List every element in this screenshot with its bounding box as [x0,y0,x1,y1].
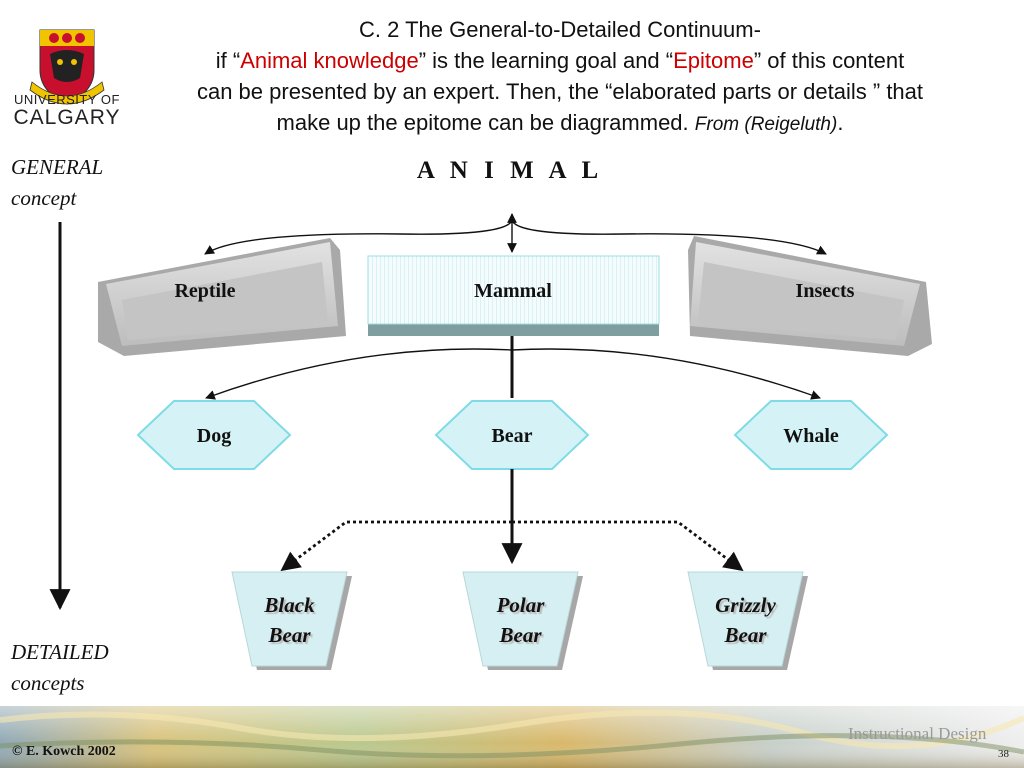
reptile-box [98,238,346,356]
grizzly-bear-line2: Bear [724,623,767,647]
connector-dog [205,348,513,400]
title-line-3: can be presented by an expert. Then, the… [196,79,924,104]
title-line-2-b: ” is the learning goal and “ [418,48,674,73]
connector-reptile [204,215,514,255]
whale-hexagon [733,400,889,470]
mammal-label: Mammal [474,280,552,302]
title-line-2: if “Animal knowledge” is the learning go… [130,45,990,76]
dog-label: Dog [196,425,232,447]
mammal-box [367,255,660,336]
black-bear-line2: Bear [268,623,311,647]
detailed-label-line1: DETAILED [11,640,109,664]
slide-title: C. 2 The General-to-Detailed Continuum- … [130,14,990,140]
copyright-text: © E. Kowch 2002 [12,744,116,759]
black-bear-trapezoid [231,571,352,670]
title-line-4-text: make up the epitome can be diagrammed. [276,110,695,135]
connector-whale [511,348,821,400]
title-epitome: Epitome [673,48,754,73]
title-line-1: C. 2 The General-to-Detailed Continuum- [359,17,761,42]
connector-insects [510,215,827,255]
reptile-label: Reptile [174,280,236,302]
general-label-line2: concept [11,186,77,210]
title-line-2-c: ” of this content [753,48,905,73]
black-bear-label: Black Bear [227,590,352,650]
connector-grizzly-bear [512,520,744,572]
page-number: 38 [998,748,1009,760]
polar-bear-trapezoid [462,571,583,670]
grizzly-bear-trapezoid [687,571,808,670]
polar-bear-label: Polar Bear [458,590,583,650]
connector-black-bear [280,520,512,572]
grizzly-bear-line1: Grizzly [715,593,776,617]
bear-hexagon [434,400,590,470]
general-concept-label: GENERAL concept [11,152,103,214]
logo-calgary: CALGARY [13,106,121,129]
general-label-line1: GENERAL [11,155,104,179]
title-citation: From (Reigeluth) [694,114,838,135]
dog-hexagon [136,400,292,470]
university-crest-icon [29,29,105,105]
polar-bear-line1: Polar [496,593,545,617]
logo-university-of: UNIVERSITY OF [14,92,120,107]
title-animal-knowledge: Animal knowledge [240,48,419,73]
title-line-4: make up the epitome can be diagrammed. F… [130,107,990,140]
insects-label: Insects [795,280,855,302]
insects-box [688,236,932,356]
black-bear-line1: Black [264,593,315,617]
title-line-2-a: if “ [215,48,241,73]
detailed-label-line2: concepts [11,671,85,695]
root-node-animal: A N I M A L [416,157,604,184]
detailed-concepts-label: DETAILED concepts [11,637,109,699]
footer-decorative-band [0,706,1024,768]
polar-bear-line2: Bear [499,623,542,647]
bear-label: Bear [491,425,533,447]
title-line-4-end: . [837,110,844,135]
whale-label: Whale [783,425,839,447]
brand-text: Instructional Design [848,724,987,743]
grizzly-bear-label: Grizzly Bear [683,590,808,650]
